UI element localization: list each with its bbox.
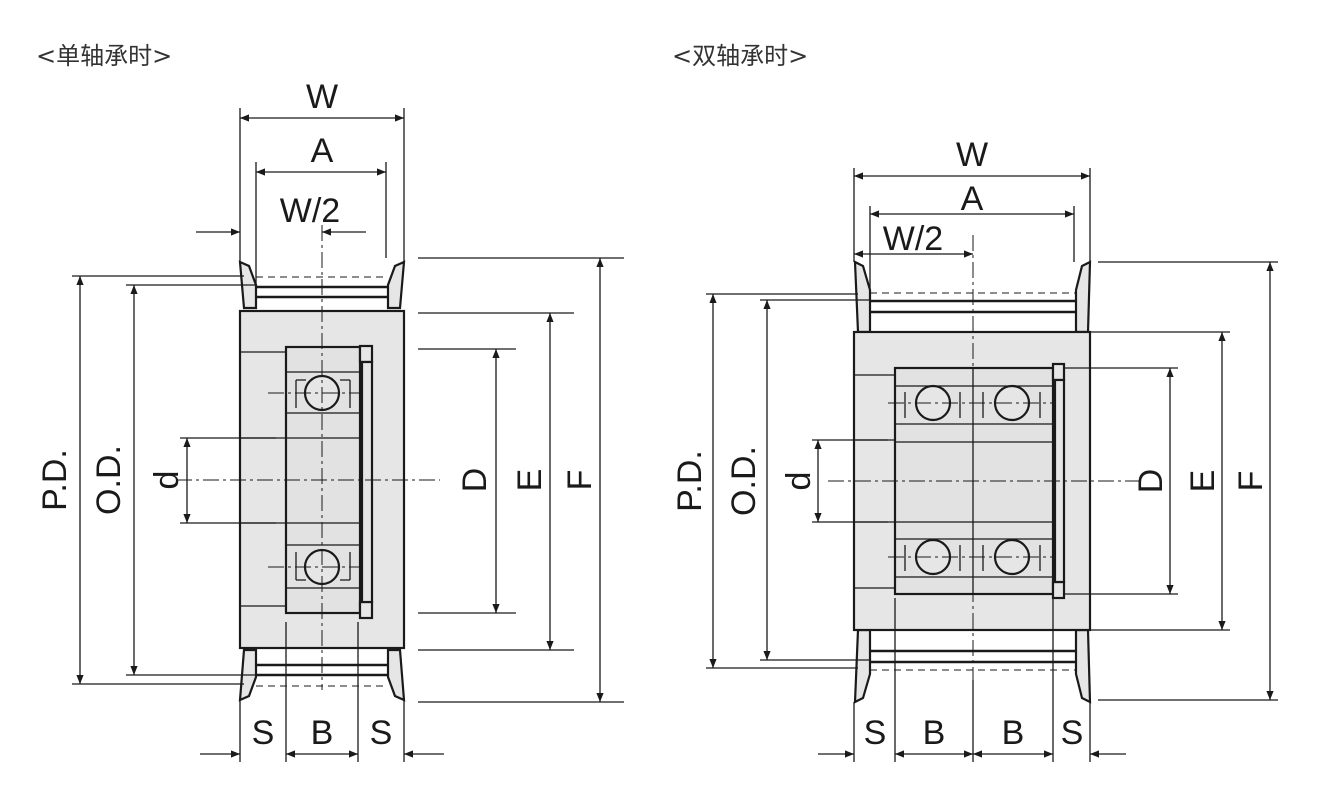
single-OD-label: O.D. bbox=[90, 445, 128, 515]
single-S-right-label: S bbox=[370, 714, 393, 752]
title-double-bearing: <双轴承时> bbox=[672, 42, 808, 70]
single-E-label: E bbox=[511, 469, 549, 492]
double-S-right-label: S bbox=[1061, 714, 1084, 752]
double-B-right-label: B bbox=[1002, 714, 1025, 752]
double-F-label: F bbox=[1232, 471, 1270, 492]
single-PD-label: P.D. bbox=[36, 449, 74, 511]
single-B-label: B bbox=[311, 714, 334, 752]
single-A-label: A bbox=[311, 132, 334, 170]
double-S-left-label: S bbox=[864, 714, 887, 752]
double-W2-label: W/2 bbox=[883, 220, 943, 258]
double-A-label: A bbox=[961, 180, 984, 218]
double-d-label: d bbox=[780, 472, 818, 491]
double-B-left-label: B bbox=[923, 714, 946, 752]
double-D-label: D bbox=[1132, 469, 1170, 494]
double-OD-label: O.D. bbox=[725, 446, 763, 516]
double-E-label: E bbox=[1184, 470, 1222, 493]
single-F-label: F bbox=[561, 470, 599, 491]
double-PD-label: P.D. bbox=[671, 450, 709, 512]
single-bearing-view: W A W/2 P.D. O.D. d D E bbox=[36, 78, 624, 762]
double-W-label: W bbox=[956, 136, 988, 174]
single-D-label: D bbox=[456, 468, 494, 493]
single-S-left-label: S bbox=[252, 714, 275, 752]
single-W-label: W bbox=[306, 78, 338, 116]
double-bearing-view: W A W/2 P.D. O.D. d D E bbox=[671, 136, 1278, 762]
title-single-bearing: <单轴承时> bbox=[36, 42, 172, 70]
single-d-label: d bbox=[148, 471, 186, 490]
single-W2-label: W/2 bbox=[280, 192, 340, 230]
